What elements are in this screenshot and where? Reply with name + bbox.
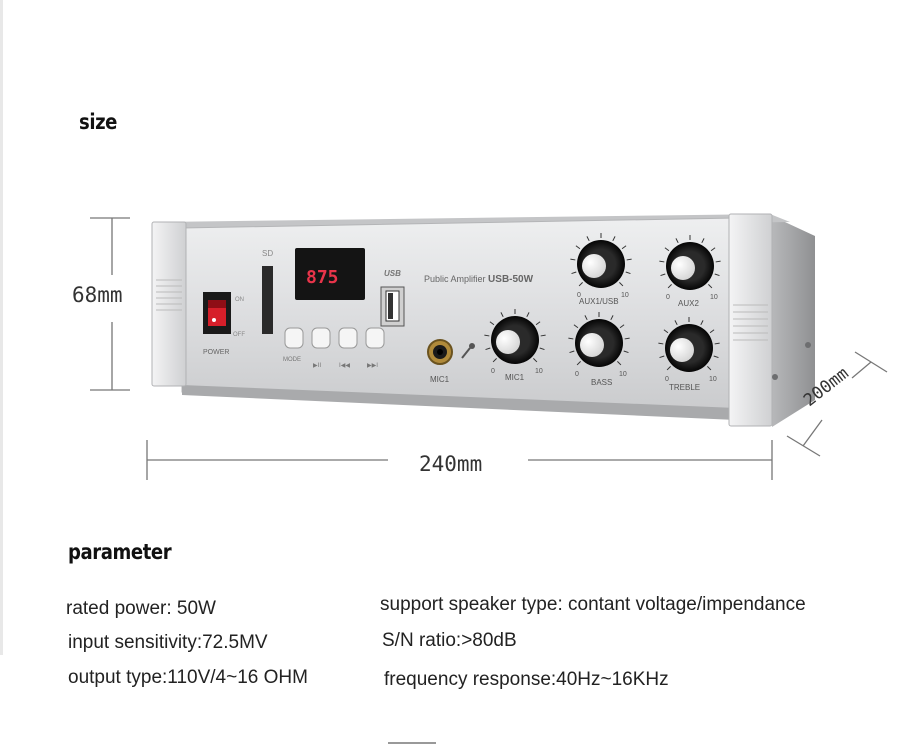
next-icon: ▶▶I — [367, 362, 378, 369]
bass-knob-label: BASS — [591, 378, 612, 387]
spec-rated-power: rated power: 50W — [66, 598, 216, 619]
chassis-side — [772, 216, 815, 427]
depth-dimension-line — [786, 351, 888, 457]
chassis-bottom-edge — [182, 385, 736, 420]
mic-jack[interactable] — [427, 339, 453, 365]
switch-on-label: ON — [235, 297, 244, 303]
mode-button[interactable] — [284, 327, 304, 349]
play-pause-icon: ▶II — [313, 362, 321, 369]
width-dimension-line — [146, 440, 773, 480]
next-button[interactable] — [365, 327, 385, 349]
spec-frequency-response: frequency response:40Hz~16KHz — [384, 669, 669, 690]
width-dimension: 240mm — [419, 452, 483, 476]
mode-button-label: MODE — [283, 357, 301, 363]
aux1-usb-knob-label: AUX1/USB — [579, 297, 619, 306]
height-dimension: 68mm — [72, 283, 123, 307]
aux2-knob-label: AUX2 — [678, 299, 699, 308]
mic1-knob-label: MIC1 — [505, 373, 525, 382]
microphone-icon — [461, 343, 475, 359]
bass-knob[interactable] — [568, 312, 630, 367]
previous-icon: I◀◀ — [339, 362, 350, 369]
bottom-edge-mark — [388, 742, 436, 750]
spec-sn-ratio: S/N ratio:>80dB — [382, 630, 517, 651]
led-display — [295, 248, 365, 300]
play-pause-button[interactable] — [311, 327, 331, 349]
spec-speaker-type: support speaker type: contant voltage/im… — [380, 594, 806, 615]
usb-port[interactable] — [380, 286, 405, 327]
treble-knob-max-label: 10 — [709, 376, 717, 383]
bass-knob-max-label: 10 — [619, 371, 627, 378]
treble-knob-min-label: 0 — [665, 376, 669, 383]
right-rack-ear — [728, 213, 773, 427]
size-heading: size — [79, 110, 117, 134]
power-switch[interactable] — [203, 292, 231, 334]
power-label: POWER — [203, 349, 229, 356]
amplifier-illustration: ON OFF POWER SD 875 USB Public Amplifier… — [90, 213, 888, 480]
treble-knob-label: TREBLE — [669, 383, 700, 392]
aux1-usb-knob[interactable] — [570, 233, 632, 288]
left-rack-ear — [151, 221, 187, 387]
mic-jack-label: MIC1 — [430, 375, 450, 384]
left-edge-line — [0, 0, 3, 655]
aux2-knob-min-label: 0 — [666, 294, 670, 301]
treble-knob[interactable] — [658, 317, 720, 372]
mic1-knob-min-label: 0 — [491, 368, 495, 375]
mic1-knob[interactable] — [484, 309, 546, 364]
device-title: Public Amplifier USB-50W — [424, 274, 534, 285]
spec-output-type: output type:110V/4~16 OHM — [68, 667, 308, 688]
usb-badge: USB — [384, 269, 401, 278]
aux1-usb-knob-min-label: 0 — [577, 292, 581, 299]
aux2-knob[interactable] — [659, 235, 721, 290]
previous-button[interactable] — [338, 327, 358, 349]
sd-card-slot[interactable] — [262, 266, 273, 334]
parameter-heading: parameter — [68, 540, 172, 564]
switch-off-label: OFF — [233, 332, 245, 338]
sd-slot-label: SD — [262, 249, 273, 258]
spec-input-sensitivity: input sensitivity:72.5MV — [68, 632, 268, 653]
height-dimension-line — [90, 217, 130, 391]
aux2-knob-max-label: 10 — [710, 294, 718, 301]
mic1-knob-max-label: 10 — [535, 368, 543, 375]
bass-knob-min-label: 0 — [575, 371, 579, 378]
aux1-usb-knob-max-label: 10 — [621, 292, 629, 299]
display-value: 875 — [306, 267, 339, 288]
